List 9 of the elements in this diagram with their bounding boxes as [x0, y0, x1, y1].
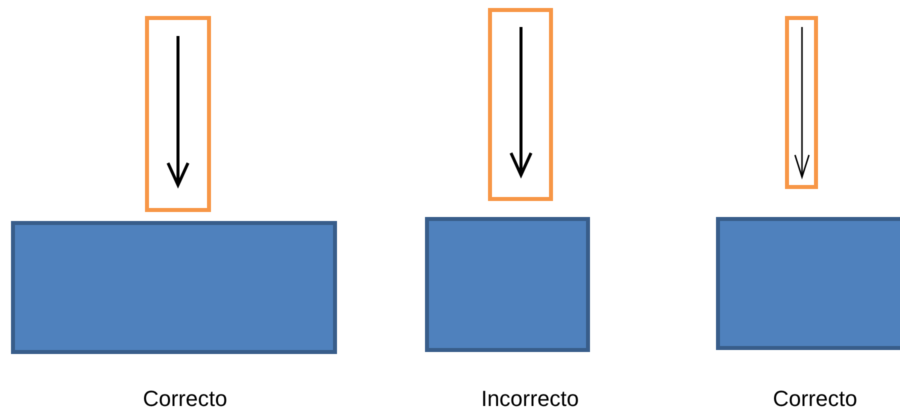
outlined-frame [488, 8, 553, 201]
block [11, 221, 337, 354]
outlined-frame [785, 16, 818, 189]
node-label: Correcto [772, 386, 858, 412]
block [716, 217, 900, 350]
node-label: Correcto [142, 386, 228, 412]
block [425, 217, 590, 352]
node-label: Incorrecto [481, 386, 579, 412]
outlined-frame [145, 16, 211, 212]
